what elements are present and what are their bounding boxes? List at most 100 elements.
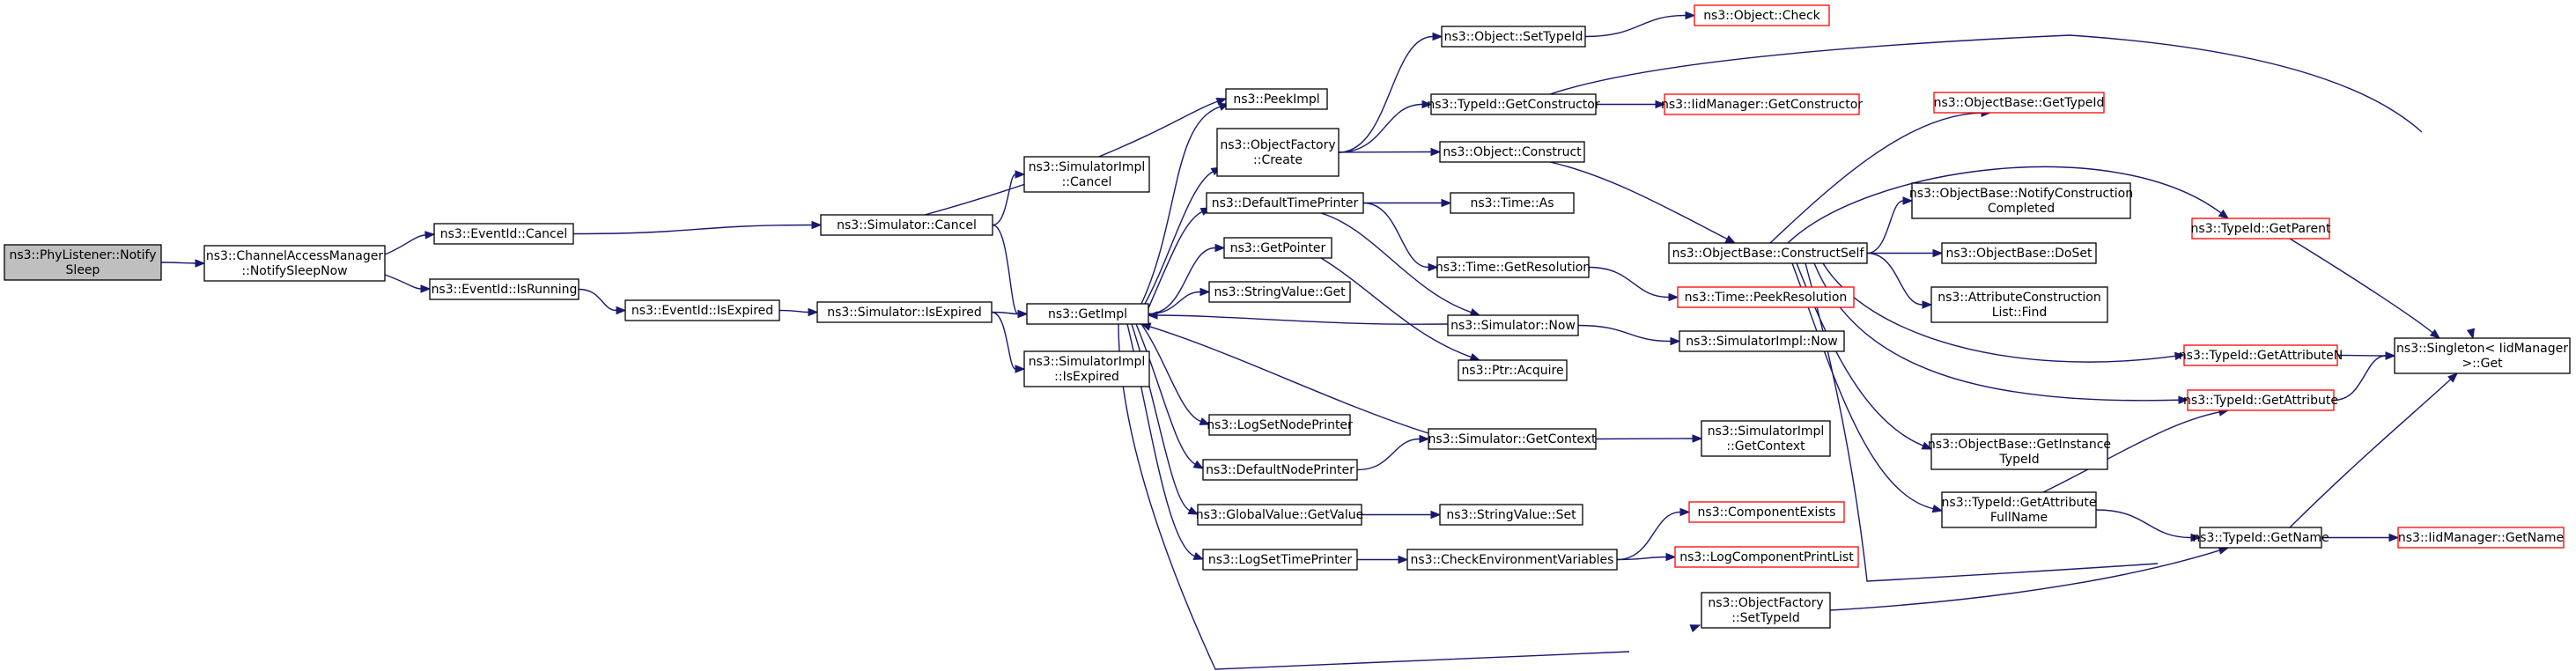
function-node-n48[interactable]: ns3::Singleton< IidManager>::Get xyxy=(2394,337,2571,374)
call-edge-n12-n23 xyxy=(1362,202,1439,272)
edge-arrowhead xyxy=(1692,434,1703,443)
call-edge-n19-n30 xyxy=(1584,11,1696,38)
function-node-n17[interactable]: ns3::GlobalValue::GetValue xyxy=(1196,504,1363,526)
call-edge-n2-n5 xyxy=(572,220,823,235)
function-node-n13[interactable]: ns3::GetPointer xyxy=(1223,237,1332,259)
node-box xyxy=(1428,428,1597,450)
function-node-n0[interactable]: ns3::PhyListener::NotifySleep xyxy=(4,244,162,281)
function-node-n24[interactable]: ns3::Simulator::Now xyxy=(1447,314,1579,336)
function-node-n25[interactable]: ns3::Ptr::Acquire xyxy=(1458,359,1568,381)
function-node-n34[interactable]: ns3::SimulatorImpl::Now xyxy=(1679,330,1845,352)
node-box xyxy=(203,245,386,282)
node-label: Sleep xyxy=(66,263,100,277)
function-node-n33[interactable]: ns3::Time::PeekResolution xyxy=(1677,286,1855,308)
call-edge-n24-n9 xyxy=(1147,311,1449,325)
call-edge-n3-n4 xyxy=(578,288,627,315)
function-node-n12[interactable]: ns3::DefaultTimePrinter xyxy=(1206,192,1364,214)
node-box xyxy=(1197,504,1362,526)
function-node-n18[interactable]: ns3::LogSetTimePrinter xyxy=(1202,549,1358,571)
edge-arrowhead xyxy=(1398,555,1409,564)
function-node-n47[interactable]: ns3::TypeId::GetName xyxy=(2192,527,2329,549)
function-node-n30[interactable]: ns3::Object::Check xyxy=(1694,4,1830,26)
edge-arrowhead xyxy=(1187,506,1199,515)
function-node-n15[interactable]: ns3::LogSetNodePrinter xyxy=(1207,414,1353,436)
call-edge-n32-n41 xyxy=(1866,252,1933,309)
node-label: ns3::TypeId::GetAttribute xyxy=(1942,496,2097,510)
function-node-n39[interactable]: ns3::ObjectBase::NotifyConstructionCompl… xyxy=(1909,182,2133,219)
call-edge-n9-n29 xyxy=(1118,323,1701,670)
function-node-n7[interactable]: ns3::SimulatorImpl::Cancel xyxy=(1023,156,1150,193)
function-node-n36[interactable]: ns3::ComponentExists xyxy=(1688,501,1845,523)
function-node-n38[interactable]: ns3::ObjectBase::GetTypeId xyxy=(1933,92,2105,114)
function-node-n46[interactable]: ns3::TypeId::GetAttribute xyxy=(2183,389,2338,411)
function-node-n44[interactable]: ns3::TypeId::GetParent xyxy=(2191,218,2331,240)
function-node-n37[interactable]: ns3::LogComponentPrintList xyxy=(1674,546,1859,568)
function-node-n40[interactable]: ns3::ObjectBase::DoSet xyxy=(1941,242,2097,264)
function-node-n27[interactable]: ns3::StringValue::Set xyxy=(1439,504,1583,526)
function-node-n6[interactable]: ns3::Simulator::IsExpired xyxy=(816,301,993,323)
function-node-n49[interactable]: ns3::IidManager::GetName xyxy=(2397,527,2565,549)
edge-arrowhead xyxy=(1670,336,1681,346)
edge-line xyxy=(384,274,422,290)
function-node-n10[interactable]: ns3::PeekImpl xyxy=(1225,88,1328,110)
node-box xyxy=(1206,192,1364,214)
call-edge-n11-n20 xyxy=(1338,100,1433,153)
edge-arrowhead xyxy=(1015,365,1026,373)
edge-arrowhead xyxy=(1902,196,1914,205)
call-edge-n11-n19 xyxy=(1338,32,1443,153)
edge-line xyxy=(992,224,1019,315)
edge-line xyxy=(1813,262,2180,402)
function-node-n16[interactable]: ns3::DefaultNodePrinter xyxy=(1202,459,1358,481)
call-edge-n21-n32 xyxy=(1549,161,1737,244)
node-box xyxy=(1023,350,1150,387)
function-node-n28[interactable]: ns3::CheckEnvironmentVariables xyxy=(1406,549,1618,571)
function-node-n29[interactable]: ns3::ObjectFactory::SetTypeId xyxy=(1701,592,1831,629)
edge-arrowhead xyxy=(1921,441,1933,450)
node-box xyxy=(1202,549,1358,571)
function-node-n5[interactable]: ns3::Simulator::Cancel xyxy=(820,214,993,236)
edge-line xyxy=(1140,106,1221,305)
node-label: ns3::Singleton< IidManager xyxy=(2396,342,2568,356)
function-node-n22[interactable]: ns3::Time::As xyxy=(1450,192,1575,214)
node-box xyxy=(1436,256,1590,278)
function-node-n35[interactable]: ns3::SimulatorImpl::GetContext xyxy=(1701,420,1831,457)
function-node-n1[interactable]: ns3::ChannelAccessManager::NotifySleepNo… xyxy=(203,245,386,282)
node-label: ns3::TypeId::GetAttribute xyxy=(2183,394,2338,408)
function-node-n20[interactable]: ns3::TypeId::GetConstructor xyxy=(1427,93,1600,115)
node-label: ns3::ObjectBase::GetInstance xyxy=(1928,438,2111,452)
function-node-n45[interactable]: ns3::TypeId::GetAttributeN xyxy=(2179,344,2343,366)
node-label: List::Find xyxy=(1992,306,2048,320)
call-edge-n24-n34 xyxy=(1577,324,1681,346)
function-node-n11[interactable]: ns3::ObjectFactory::Create xyxy=(1216,128,1340,177)
edge-line xyxy=(160,262,196,264)
function-node-n32[interactable]: ns3::ObjectBase::ConstructSelf xyxy=(1668,242,1868,264)
node-label: ns3::TypeId::GetConstructor xyxy=(1427,98,1599,112)
function-node-n31[interactable]: ns3::IidManager::GetConstructor xyxy=(1661,93,1863,115)
function-node-n14[interactable]: ns3::StringValue::Get xyxy=(1208,281,1351,303)
edge-line xyxy=(578,288,617,312)
edge-line xyxy=(1588,266,1670,299)
function-node-n9[interactable]: ns3::GetImpl xyxy=(1026,303,1149,325)
edge-arrowhead xyxy=(1428,262,1439,272)
edge-line xyxy=(1140,323,1201,423)
call-edge-n32-n38 xyxy=(1769,108,1992,244)
function-node-n21[interactable]: ns3::Object::Construct xyxy=(1439,141,1585,163)
function-node-n4[interactable]: ns3::EventId::IsExpired xyxy=(624,299,780,321)
function-node-n3[interactable]: ns3::EventId::IsRunning xyxy=(429,278,579,300)
node-label: ns3::DefaultTimePrinter xyxy=(1212,196,1359,210)
edge-line xyxy=(992,173,1016,226)
function-node-n19[interactable]: ns3::Object::SetTypeId xyxy=(1441,26,1586,48)
node-label: ::IsExpired xyxy=(1054,370,1119,384)
function-node-n8[interactable]: ns3::SimulatorImpl::IsExpired xyxy=(1023,350,1150,387)
function-node-n23[interactable]: ns3::Time::GetResolution xyxy=(1436,256,1591,278)
edge-arrowhead xyxy=(1015,170,1026,179)
node-box xyxy=(1406,549,1618,571)
node-box xyxy=(820,214,993,236)
function-node-n2[interactable]: ns3::EventId::Cancel xyxy=(433,223,574,245)
node-label: ns3::PhyListener::Notify xyxy=(9,248,156,262)
function-node-n26[interactable]: ns3::Simulator::GetContext xyxy=(1428,428,1597,450)
node-label: ns3::SimulatorImpl::Now xyxy=(1686,335,1838,349)
